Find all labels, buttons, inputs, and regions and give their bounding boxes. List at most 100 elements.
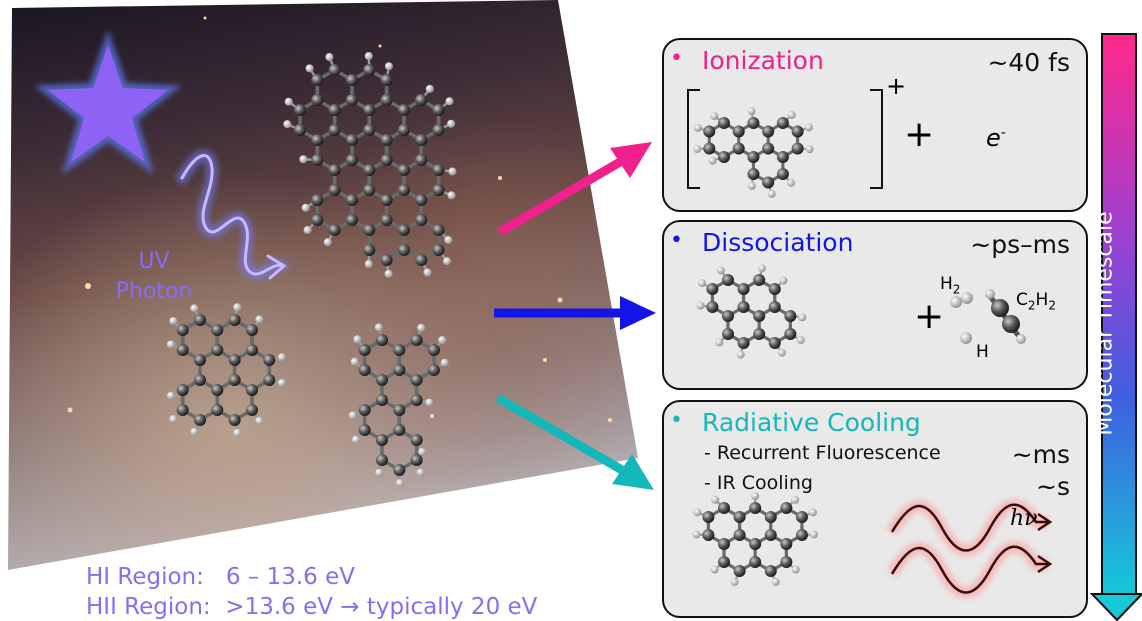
carbon-atom	[376, 394, 388, 406]
carbon-atom	[376, 434, 388, 446]
uv-label-line1: UV	[138, 249, 170, 274]
hydrogen-atom	[277, 378, 286, 387]
cooling-title: Radiative Cooling	[702, 408, 921, 437]
pah-molecule-right	[348, 323, 449, 487]
carbon-atom	[245, 384, 258, 396]
carbon-atom	[753, 328, 766, 340]
c2h2-molecule	[985, 289, 1026, 344]
hydrogen-atom	[277, 353, 286, 362]
carbon-atom	[722, 310, 734, 322]
carbon-atom	[363, 124, 376, 136]
carbon-atom	[776, 151, 789, 163]
carbon-atom	[762, 125, 775, 138]
carbon-atom	[328, 124, 341, 136]
carbon-atom	[345, 134, 358, 146]
carbon-atom	[432, 124, 445, 136]
c2h2-subscript-1: 2	[1027, 298, 1036, 313]
ir-photon-waves-icon	[886, 498, 1053, 599]
dissociation-title: Dissociation	[702, 228, 854, 257]
carbon-atom	[380, 214, 393, 226]
hydrogen-atom	[445, 97, 454, 106]
carbon-atom	[415, 154, 428, 166]
hydrogen-atom	[375, 468, 384, 477]
carbon-atom	[345, 154, 358, 166]
hydrogen-atom	[233, 428, 242, 437]
carbon-atom	[228, 314, 241, 326]
carbon-atom	[718, 538, 730, 550]
carbon-atom	[176, 384, 189, 396]
hydrogen-atom	[809, 530, 818, 539]
hi-region-line: HI Region: 6 – 13.6 eV	[86, 564, 355, 590]
carbon-atom	[311, 154, 324, 166]
carbon-atom	[747, 117, 760, 129]
carbon-atom	[432, 104, 445, 116]
carbon-atom	[764, 529, 777, 541]
carbon-atom	[780, 538, 793, 550]
hydrogen-atom	[448, 167, 457, 176]
dissociation-plus: +	[914, 296, 945, 337]
hydrogen-atom	[284, 97, 293, 106]
carbon-atom	[733, 511, 746, 523]
hydrogen-atom	[169, 316, 178, 325]
carbon-atom	[294, 104, 306, 116]
carbon-atom	[706, 283, 719, 295]
carbon-atom	[753, 274, 766, 286]
carbon-atom	[747, 151, 760, 163]
hydrogen-atom	[325, 53, 334, 62]
carbon-atom	[397, 224, 410, 236]
hydrogen-atom	[767, 189, 776, 198]
hydrogen-atom	[777, 348, 786, 357]
c2h2-subscript-2: 2	[1048, 298, 1056, 313]
carbon-atom	[376, 454, 388, 466]
carbon-atom	[328, 64, 341, 76]
dissociation-diagram	[696, 264, 1026, 359]
ionization-plus: +	[904, 114, 935, 155]
carbon-atom	[363, 244, 376, 256]
carbon-atom	[718, 151, 730, 163]
carbon-atom	[228, 354, 241, 366]
carbon-atom	[795, 511, 808, 523]
ionization-arrow	[497, 142, 652, 236]
hydrogen-atom	[805, 145, 814, 154]
carbon-atom	[263, 354, 276, 366]
hydrogen-atom	[715, 338, 724, 347]
hydrogen-atom	[166, 391, 175, 400]
recurrent-fluorescence-label: - Recurrent Fluorescence	[704, 442, 941, 464]
carbon-atom	[345, 74, 358, 86]
carbon-atom	[737, 283, 750, 295]
h2-molecule	[950, 292, 973, 308]
carbon-atom	[380, 254, 393, 266]
cooling-arrow	[495, 394, 654, 490]
large-pah-molecule	[283, 52, 457, 278]
carbon-atom	[415, 134, 428, 146]
carbon-atom	[380, 94, 393, 106]
carbon-atom	[791, 142, 804, 155]
carbon-atom	[194, 374, 206, 386]
carbon-atom	[791, 125, 804, 138]
carbon-atom	[427, 344, 440, 356]
carbon-atom	[768, 337, 781, 349]
hydrogen-atom	[730, 577, 739, 586]
c2h2-carbon: C	[1016, 290, 1028, 310]
carbon-atom	[358, 344, 371, 356]
carbon-atom	[780, 556, 793, 568]
carbon-atom	[358, 364, 371, 376]
timescale-axis-label: Molecular Timescale	[1092, 211, 1118, 436]
hydrogen-atom	[364, 52, 373, 61]
carbon-atom	[722, 328, 734, 340]
hydrogen-atom	[190, 304, 199, 313]
carbon-atom	[718, 556, 730, 568]
carbon-atom	[702, 511, 715, 523]
carbon-atom	[718, 502, 730, 514]
ir-cooling-label: - IR Cooling	[704, 472, 813, 494]
c2h2-label: C2H2	[1016, 290, 1056, 312]
hydrogen-atom	[384, 269, 393, 278]
carbon-atom	[376, 334, 388, 346]
carbon-atom	[768, 283, 781, 295]
carbon-atom	[410, 454, 423, 466]
carbon-atom	[363, 224, 376, 236]
hydrogen-atom	[751, 492, 760, 500]
carbon-atom	[706, 301, 719, 313]
carbon-atom	[762, 142, 775, 155]
carbon-atom	[397, 104, 410, 116]
